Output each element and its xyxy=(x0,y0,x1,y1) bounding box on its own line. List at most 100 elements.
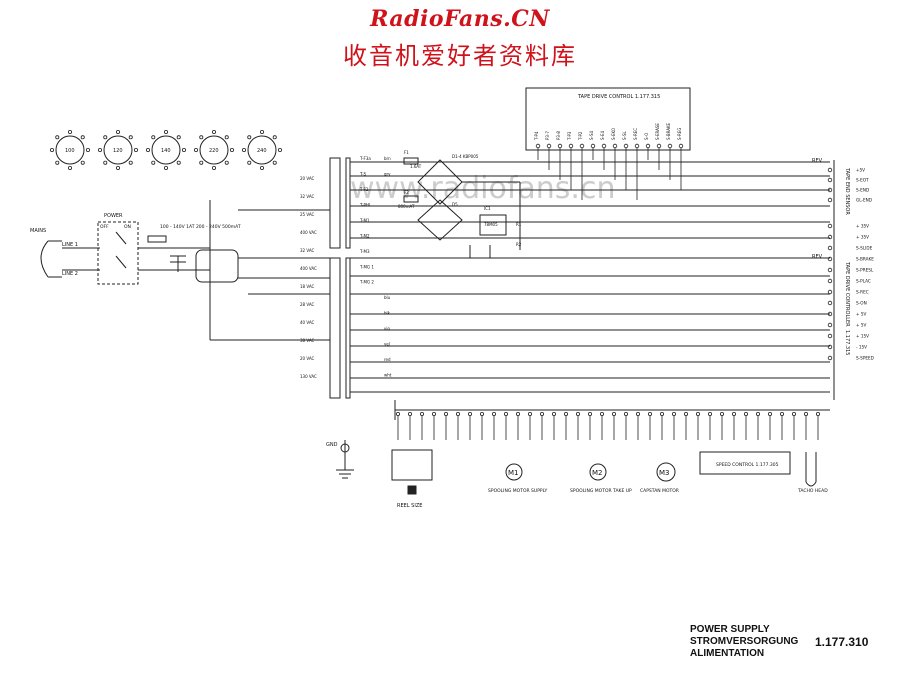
rev-label-mid: REV xyxy=(812,254,823,260)
svg-text:P3-8: P3-8 xyxy=(556,131,561,140)
top-pin: T-P2 xyxy=(578,131,585,200)
top-connector-pins: T-P4 P3-7 P3-8 T-P3 T-P2 S-S4 S-E4 S-EKO S-SL S-R… xyxy=(534,122,684,200)
component-label: D1-4 KBP005 xyxy=(452,154,479,159)
top-pin: S-BRAKE xyxy=(666,122,673,180)
svg-text:- 15V: - 15V xyxy=(856,345,867,350)
right-pin: S-REC xyxy=(827,290,869,295)
title-line-1: POWER SUPPLY xyxy=(690,624,770,635)
svg-text:S-END: S-END xyxy=(856,188,869,193)
tape-drive-title: TAPE DRIVE CONTROL 1.177.315 xyxy=(577,94,660,100)
component-label: F1 xyxy=(404,150,409,155)
wire-label: gry xyxy=(384,171,391,176)
top-pin: T-P4 xyxy=(534,131,541,160)
wire-label: T-M3 xyxy=(359,249,370,254)
selector-value: 220 xyxy=(209,148,219,154)
selector-120: 120 xyxy=(98,129,138,170)
component-label: IC1 xyxy=(484,206,491,211)
selector-100: 100 xyxy=(50,129,91,170)
switch-on: ON xyxy=(124,224,131,230)
wire-label: vio xyxy=(384,326,390,331)
right-pin: S-ON xyxy=(827,301,867,306)
top-pin: S-EKO xyxy=(611,128,618,180)
top-pin: S-E4 xyxy=(600,130,607,170)
wire-label: red xyxy=(384,357,391,362)
mains-label: MAINS xyxy=(30,228,46,234)
side-label-controller: TAPE DRIVE CONTROLLER xyxy=(844,261,850,327)
power-label: POWER xyxy=(104,213,123,219)
spool-takeup-label: SPOOLING MOTOR TAKE UP xyxy=(570,488,632,494)
tacho-label: TACHO HEAD xyxy=(797,488,828,494)
top-pin: T-P3 xyxy=(567,131,574,190)
wire-label: T-M1 xyxy=(359,218,370,223)
svg-text:+ 35V: + 35V xyxy=(856,224,869,229)
svg-text:+ 5V: + 5V xyxy=(856,312,867,317)
switch-off: OFF xyxy=(100,224,109,230)
selector-220: 220 xyxy=(193,129,234,170)
vac-label: 40 VAC xyxy=(300,320,315,325)
svg-text:S-E4: S-E4 xyxy=(600,130,605,140)
svg-text:S-PRESL: S-PRESL xyxy=(856,268,874,273)
wire-label: blk xyxy=(384,311,391,316)
spool-supply-label: SPOOLING MOTOR SUPPLY xyxy=(488,488,548,494)
title-line-2: STROMVERSORGUNG xyxy=(690,636,799,647)
wire-label: blu xyxy=(384,295,391,300)
capstan-label: CAPSTAN MOTOR xyxy=(640,488,679,494)
wire-label: T-MG 2 xyxy=(359,280,374,285)
svg-text:S-BRAKE: S-BRAKE xyxy=(856,257,874,262)
line2-label: LINE 2 xyxy=(62,271,78,277)
right-pin: S-SLIDE xyxy=(827,246,873,251)
m1-label: M1 xyxy=(508,469,519,477)
tape-drive-box xyxy=(525,87,691,151)
vac-label: 18 VAC xyxy=(300,284,315,289)
reel-size-label: REEL SIZE xyxy=(397,503,422,509)
component-label: 1.6AT xyxy=(410,164,422,169)
wire-label: T-F3a xyxy=(359,156,371,161)
svg-text:S-SLIDE: S-SLIDE xyxy=(856,246,873,251)
selector-value: 140 xyxy=(161,148,171,154)
component-label: R2 xyxy=(516,242,522,247)
top-pin: S-REG xyxy=(677,128,684,190)
right-pin: + 5V xyxy=(827,312,867,317)
svg-text:+5V: +5V xyxy=(856,168,865,173)
right-pin: + 5V xyxy=(827,323,867,328)
top-pin: S-O xyxy=(644,133,651,160)
right-pin: S-END xyxy=(827,188,869,193)
svg-text:S-ERASE: S-ERASE xyxy=(655,123,660,140)
vac-label: 32 VAC xyxy=(300,248,315,253)
svg-text:S-REG: S-REG xyxy=(677,128,682,140)
vac-label: 400 VAC xyxy=(300,266,317,271)
svg-text:S-BRAKE: S-BRAKE xyxy=(666,122,671,140)
svg-text:S-S4: S-S4 xyxy=(589,130,594,140)
right-pin: +5V xyxy=(827,168,865,173)
right-pin: S-EOT xyxy=(827,178,869,183)
component-label: 78M05 xyxy=(484,222,498,227)
svg-text:S-O: S-O xyxy=(644,133,649,140)
component-label: R1 xyxy=(516,222,522,227)
right-pin: S-BRAKE xyxy=(827,257,874,262)
svg-text:S-EKO: S-EKO xyxy=(611,128,616,140)
bottom-connector-pins xyxy=(395,411,821,440)
svg-text:S-SL: S-SL xyxy=(622,130,627,140)
svg-text:T-P3: T-P3 xyxy=(567,131,572,141)
svg-text:S-REC: S-REC xyxy=(856,290,869,295)
selector-value: 240 xyxy=(257,148,267,154)
vac-label: 28 VAC xyxy=(300,302,315,307)
wire-label: T-PHI xyxy=(359,202,370,207)
gnd-label: GND xyxy=(326,442,338,448)
svg-text:T-P2: T-P2 xyxy=(578,131,583,141)
svg-text:S-PLAC: S-PLAC xyxy=(856,279,871,284)
selector-140: 140 xyxy=(145,129,186,170)
brand-subtitle: 收音机爱好者资料库 xyxy=(343,42,577,70)
svg-text:GL-END: GL-END xyxy=(856,198,872,203)
brand-title: RadioFans.CN xyxy=(370,6,550,32)
wire-label: wht xyxy=(384,373,392,378)
svg-text:+ 15V: + 15V xyxy=(856,334,869,339)
side-label-number: 1.177.315 xyxy=(844,330,850,355)
top-pin: P3-7 xyxy=(545,131,552,170)
svg-text:S-SPEED: S-SPEED xyxy=(856,356,874,361)
rev-label-top: REV xyxy=(812,158,823,164)
top-pin: P3-8 xyxy=(556,131,563,180)
